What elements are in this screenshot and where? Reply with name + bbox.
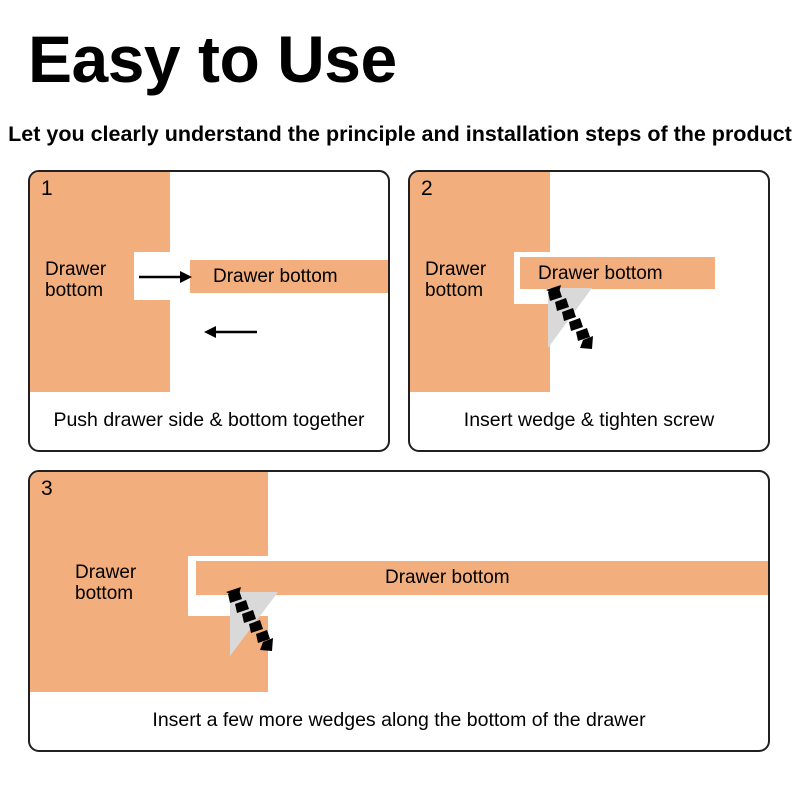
- step-caption-2: Insert wedge & tighten screw: [463, 409, 715, 431]
- step-panel-3: Drawer bottom Drawer bottom 3 Insert a f…: [28, 470, 770, 752]
- step-panel-2: Drawer bottom Drawer bottom 2 Insert wed…: [408, 170, 770, 452]
- step-number-1: 1: [41, 177, 53, 200]
- drawer-bottom-bar-label: Drawer bottom: [385, 567, 510, 588]
- drawer-bottom-bar: [190, 260, 388, 293]
- drawer-bottom-bar-label: Drawer bottom: [213, 266, 338, 287]
- wedge-and-screw-group: [226, 587, 278, 656]
- drawer-bottom-bar-label: Drawer bottom: [538, 263, 663, 284]
- step-caption-3: Insert a few more wedges along the botto…: [152, 709, 646, 731]
- arrow-right-icon: [139, 271, 192, 283]
- page-subtitle: Let you clearly understand the principle…: [8, 122, 792, 146]
- step-caption-1: Push drawer side & bottom together: [53, 409, 365, 431]
- drawer-side-label: Drawer bottom: [45, 259, 107, 302]
- screw-icon: [226, 587, 273, 651]
- header: Easy to Use Let you clearly understand t…: [0, 0, 800, 165]
- wedge-and-screw-group: [546, 285, 593, 349]
- step-1-diagram: Drawer bottom Drawer bottom: [30, 172, 388, 392]
- drawer-bottom-bar: [196, 561, 768, 595]
- arrow-left-icon: [204, 326, 257, 338]
- step-3-diagram: Drawer bottom Drawer bottom: [30, 472, 768, 692]
- step-2-diagram: Drawer bottom Drawer bottom: [410, 172, 768, 392]
- drawer-side-label: Drawer bottom: [75, 562, 137, 605]
- step-panel-1: Drawer bottom Drawer bottom 1 Push drawe…: [28, 170, 390, 452]
- drawer-bottom-bar: [520, 257, 715, 289]
- step-number-2: 2: [421, 177, 433, 200]
- step-number-3: 3: [41, 477, 53, 500]
- drawer-side-label: Drawer bottom: [425, 259, 487, 302]
- page-title: Easy to Use: [28, 22, 397, 96]
- screw-icon: [546, 285, 593, 349]
